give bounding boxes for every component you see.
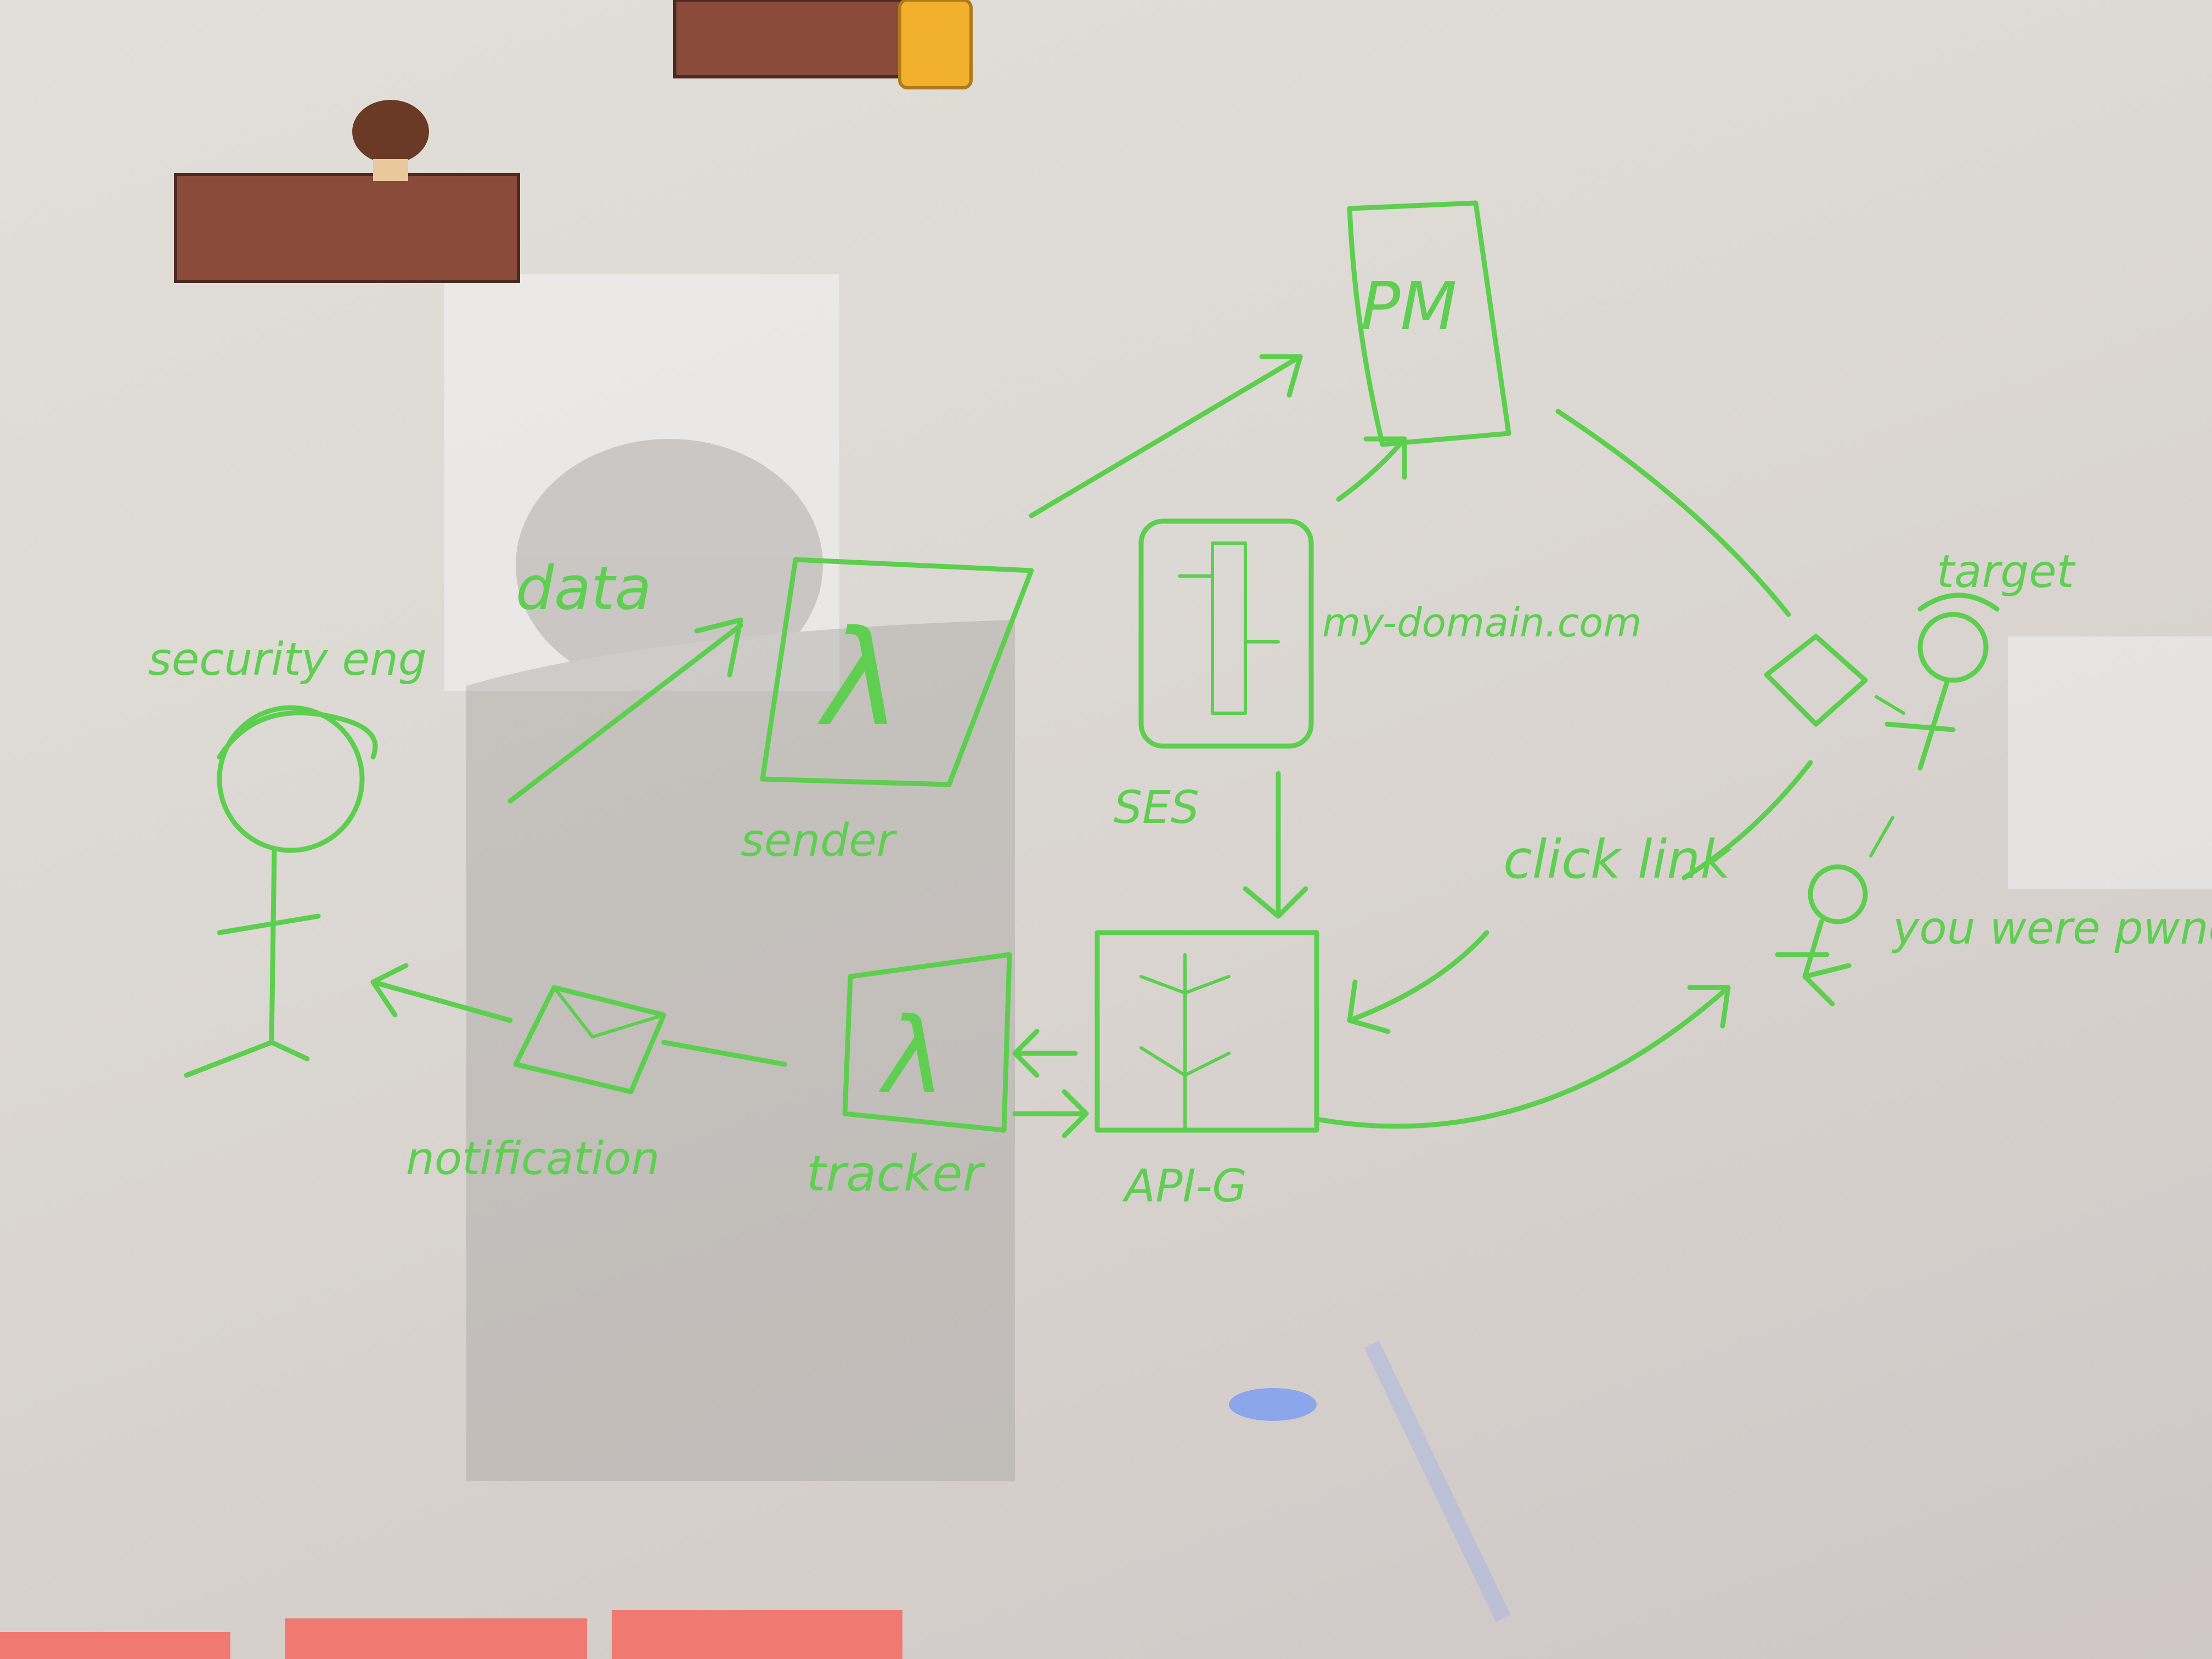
click-to-api-arrow	[1347, 930, 1489, 1034]
notification-envelope-icon	[513, 985, 667, 1094]
tracker-lambda-icon: λ	[878, 995, 945, 1116]
pwned-figure	[1775, 864, 1868, 1007]
pwned-label: you were pwned!	[1891, 902, 2212, 955]
security-engineer-figure	[184, 705, 378, 1078]
ses-label: SES	[1114, 782, 1199, 834]
data-label: data	[516, 553, 652, 623]
data-arrow	[507, 617, 743, 804]
goomba-icon	[352, 100, 429, 181]
window-reflection	[444, 274, 2212, 889]
security-eng-label: security eng	[148, 634, 427, 686]
tracker-to-notification-line	[661, 1040, 787, 1067]
pm-label: PM	[1361, 269, 1457, 345]
person-reflection	[466, 439, 1015, 1481]
target-envelope-icon	[1764, 634, 1868, 727]
notification-to-engineer-arrow	[370, 963, 513, 1023]
ses-server-box	[1138, 518, 1314, 749]
click-link-label: click link	[1503, 829, 1733, 890]
api-to-pwned-arrow	[1314, 985, 1731, 1129]
api-to-tracker-arrow	[1012, 1029, 1078, 1078]
ses-to-pm-arrow	[1336, 436, 1407, 502]
domain-label: my-domain.com	[1322, 600, 1641, 646]
notification-label: notification	[406, 1133, 659, 1185]
api-gateway-box	[1094, 930, 1319, 1133]
sender-lambda-box: λ	[760, 557, 1034, 787]
pm-box: PM	[1347, 200, 1511, 447]
pm-to-target-curve	[1555, 409, 1791, 617]
tracker-label: tracker	[806, 1145, 985, 1203]
target-to-api-curve	[1681, 760, 1813, 881]
tracker-lambda-box: λ	[842, 952, 1012, 1133]
sticky-notes	[0, 1610, 902, 1659]
sender-label: sender	[741, 815, 898, 867]
target-label: target	[1937, 546, 2076, 598]
led-reflection	[1229, 1340, 1511, 1622]
pwned-to-target-arrow	[1869, 816, 1894, 857]
target-figure	[1884, 592, 2000, 771]
envelope-to-target-arrow	[1875, 695, 1905, 715]
sender-to-pm-arrow	[1029, 354, 1303, 518]
ses-to-api-arrow	[1243, 771, 1308, 919]
brick-magnet	[174, 0, 973, 283]
tracker-to-api-arrow	[1012, 1089, 1089, 1138]
lambda-icon: λ	[817, 602, 901, 755]
api-label: API-G	[1122, 1160, 1247, 1212]
